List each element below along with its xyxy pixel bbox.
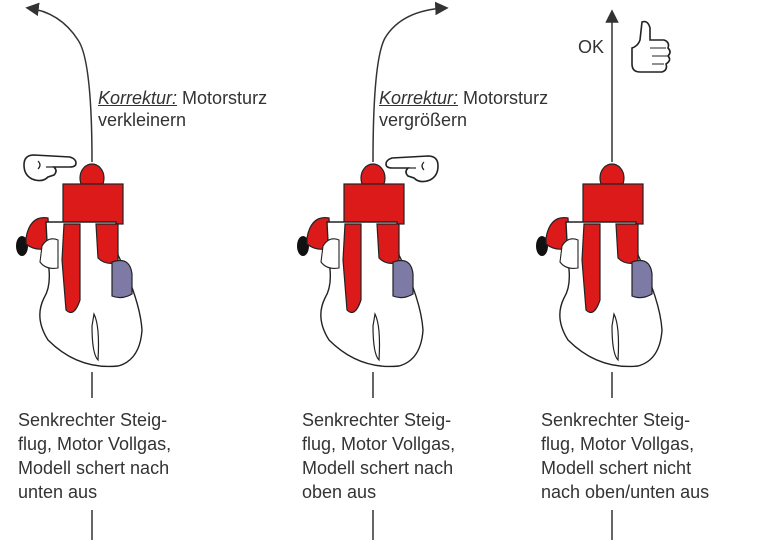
thumbs-up-icon <box>631 20 671 73</box>
panel-middle <box>296 1 449 540</box>
correction-title: Korrektur: <box>379 88 459 108</box>
correction-title: Korrektur: <box>98 88 178 108</box>
flight-path-middle-curve <box>372 1 449 163</box>
correction-line2-left: verkleinern <box>98 110 187 130</box>
description-line: Modell schert nach <box>302 458 454 478</box>
airplane-middle <box>296 163 424 368</box>
flight-path-left-curve <box>25 2 93 163</box>
correction-label-middle: Korrektur: Motorsturz <box>379 87 548 109</box>
description-line: Modell schert nicht <box>541 458 692 478</box>
description-left: Senkrechter Steig- flug, Motor Vollgas, … <box>18 408 171 504</box>
description-line: flug, Motor Vollgas, <box>18 434 172 454</box>
pointing-hand-icon <box>23 154 77 182</box>
description-line: Modell schert nach <box>18 458 170 478</box>
airplane-right <box>535 163 663 368</box>
description-line: nach oben/unten aus <box>541 482 710 502</box>
description-line: Senkrechter Steig- <box>541 410 691 430</box>
description-right: Senkrechter Steig- flug, Motor Vollgas, … <box>541 408 709 504</box>
description-middle: Senkrechter Steig- flug, Motor Vollgas, … <box>302 408 455 504</box>
description-line: unten aus <box>18 482 98 502</box>
correction-line1: Motorsturz <box>182 88 268 108</box>
ok-label: OK <box>578 37 605 57</box>
correction-line2-middle: vergrößern <box>379 110 468 130</box>
airplane-left <box>15 163 143 368</box>
description-line: Senkrechter Steig- <box>302 410 452 430</box>
correction-line1: Motorsturz <box>463 88 549 108</box>
correction-label-left: Korrektur: Motorsturz <box>98 87 267 109</box>
description-line: Senkrechter Steig- <box>18 410 168 430</box>
description-line: flug, Motor Vollgas, <box>541 434 695 454</box>
description-line: oben aus <box>302 482 377 502</box>
panel-left <box>15 2 143 540</box>
pointing-hand-icon <box>385 155 439 183</box>
description-line: flug, Motor Vollgas, <box>302 434 456 454</box>
panel-right <box>535 9 671 540</box>
